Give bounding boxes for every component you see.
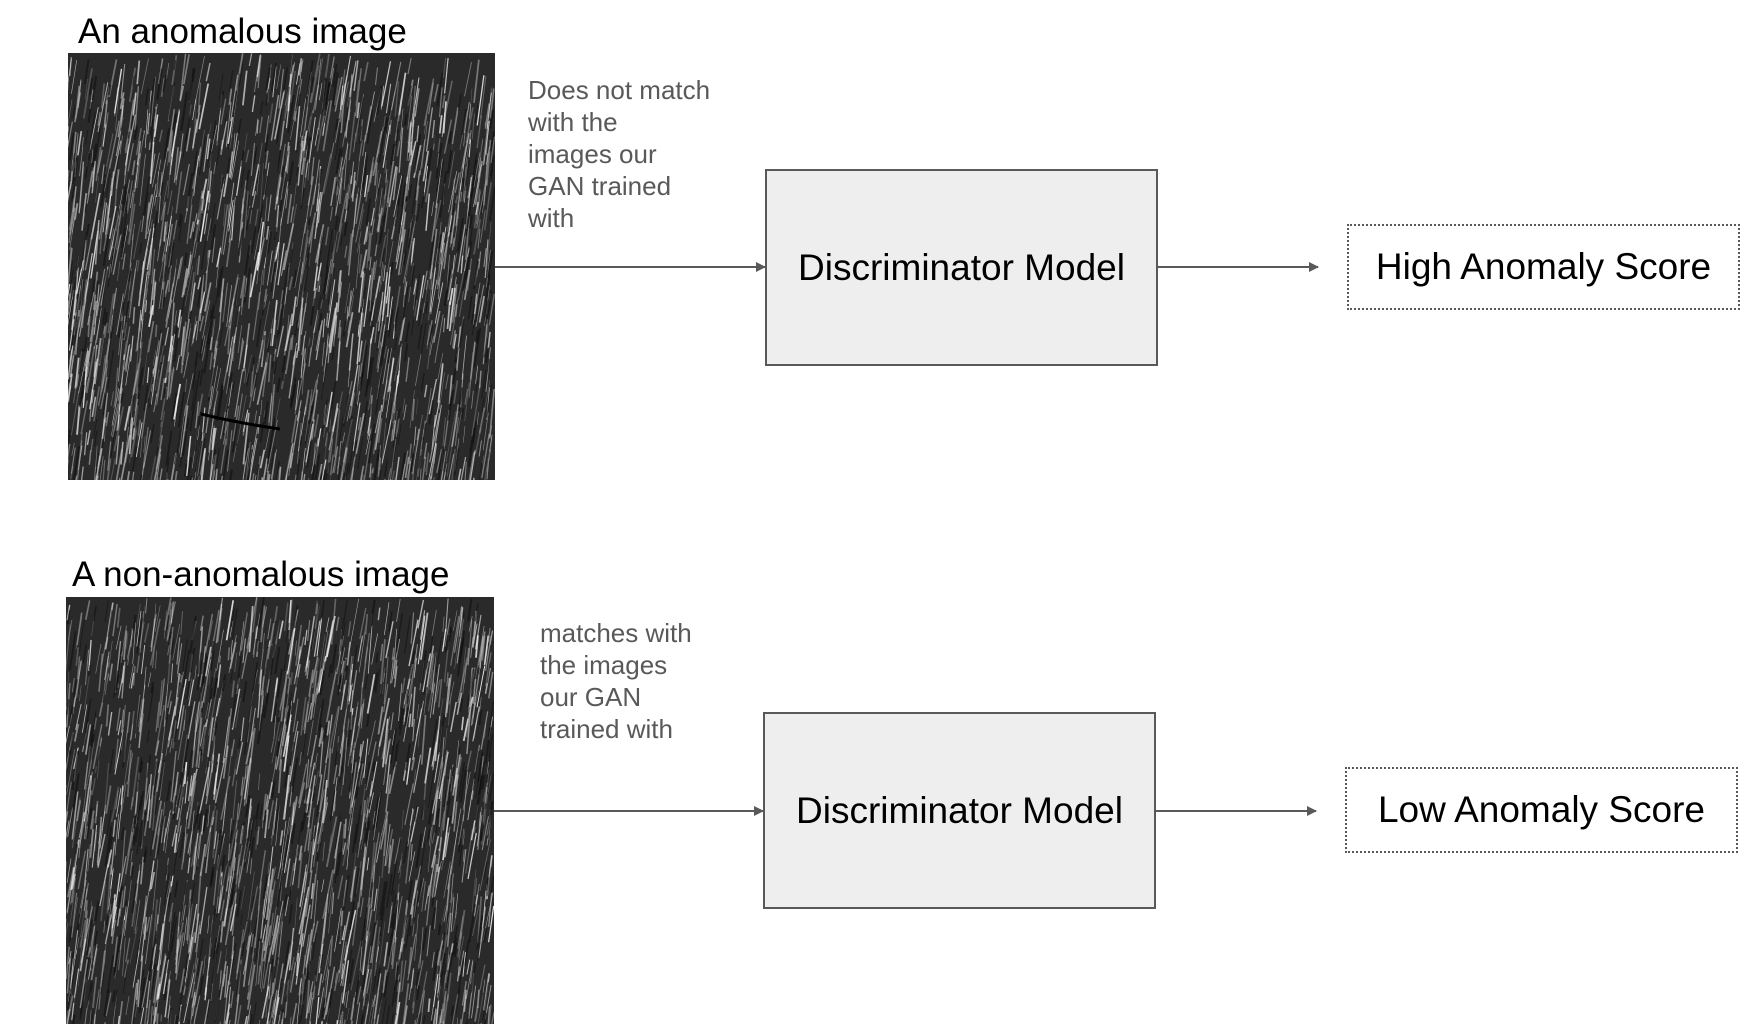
- non-anomalous-texture-svg: [66, 597, 494, 1024]
- anomalous-image-title: An anomalous image: [78, 12, 407, 51]
- discriminator-model-label-top: Discriminator Model: [798, 246, 1125, 288]
- discriminator-model-box-bottom: Discriminator Model: [763, 712, 1156, 909]
- discriminator-model-label-bottom: Discriminator Model: [796, 789, 1123, 831]
- non-anomalous-note: matches with the images our GAN trained …: [540, 618, 692, 744]
- low-anomaly-score-label: Low Anomaly Score: [1377, 789, 1705, 830]
- anomalous-texture-svg: [68, 53, 495, 480]
- scratch-defect: [200, 412, 281, 431]
- high-anomaly-score-box: High Anomaly Score: [1347, 224, 1740, 310]
- non-anomalous-image-title: A non-anomalous image: [72, 555, 450, 594]
- anomalous-note: Does not match with the images our GAN t…: [528, 75, 711, 233]
- anomalous-image: [68, 53, 495, 480]
- discriminator-model-box-top: Discriminator Model: [765, 169, 1158, 366]
- high-anomaly-score-label: High Anomaly Score: [1375, 246, 1712, 287]
- low-anomaly-score-box: Low Anomaly Score: [1345, 767, 1738, 853]
- non-anomalous-image: [66, 597, 494, 1024]
